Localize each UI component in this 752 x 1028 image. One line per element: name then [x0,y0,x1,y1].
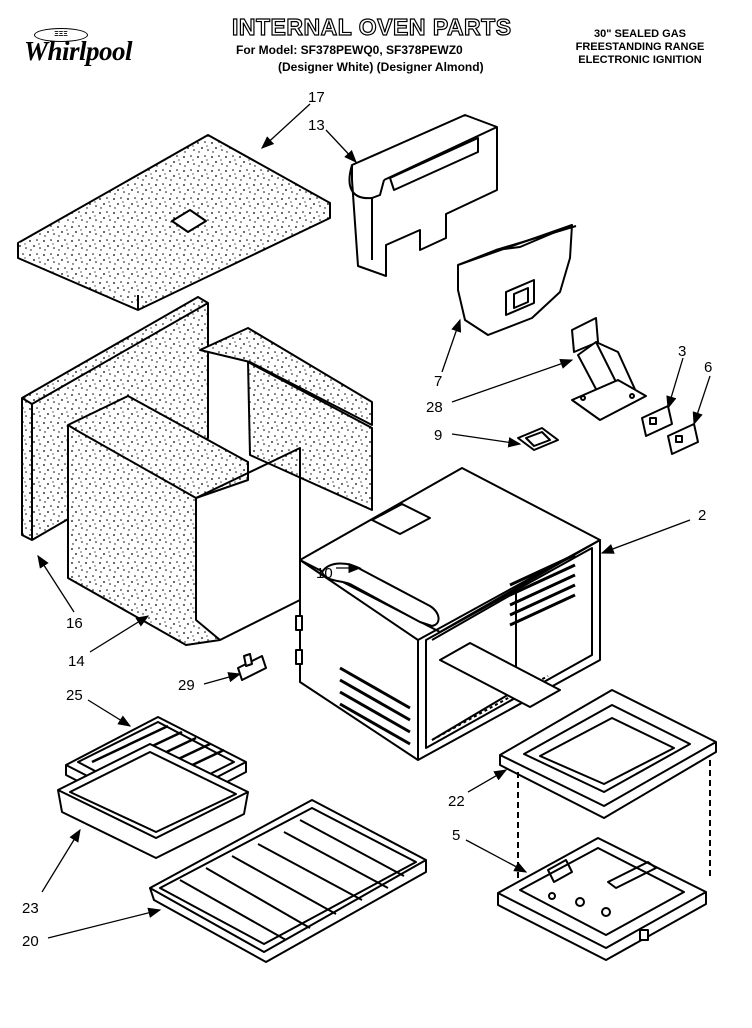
part-broil-pan [57,743,249,859]
callout-13: 13 [308,117,325,134]
part-oven-cavity [295,467,601,761]
part-burner-bracket [571,317,647,421]
callout-2: 2 [698,507,706,524]
spec-line-3: ELECTRONIC IGNITION [578,54,702,66]
part-side-insulation [67,327,373,646]
part-oven-bottom [499,689,717,880]
part-gasket-6 [667,423,699,455]
part-oven-seal [321,562,440,627]
callout-3: 3 [678,343,686,360]
callout-7: 7 [434,373,442,390]
part-top-insulation-pad [17,134,331,311]
callout-23: 23 [22,900,39,917]
callout-28: 28 [426,399,443,416]
brand-logo: Whirlpool [24,36,133,66]
callout-5: 5 [452,827,460,844]
callout-17: 17 [308,89,325,106]
part-oven-rack [149,799,427,963]
part-gasket-9 [517,427,559,451]
spec-line-2: FREESTANDING RANGE [575,41,705,53]
callout-25: 25 [66,687,83,704]
part-clip [237,653,267,681]
part-flue-deflector [457,224,577,336]
model-line: For Model: SF378PEWQ0, SF378PEWZ0 [236,43,463,57]
callout-16: 16 [66,615,83,632]
brand-seal: ΞΞΞ [34,28,88,42]
callout-9: 9 [434,427,442,444]
variant-line: (Designer White) (Designer Almond) [278,60,484,74]
callout-29: 29 [178,677,195,694]
part-gasket-3 [641,405,673,437]
callout-10: 10 [316,565,333,582]
spec-line-1: 30" SEALED GAS [593,28,687,40]
part-burner-box [497,837,707,961]
callout-22: 22 [448,793,465,810]
callout-6: 6 [704,359,712,376]
callout-20: 20 [22,933,39,950]
part-flue-duct [348,114,498,277]
page-title: INTERNAL OVEN PARTS [231,13,512,40]
callout-14: 14 [68,653,85,670]
